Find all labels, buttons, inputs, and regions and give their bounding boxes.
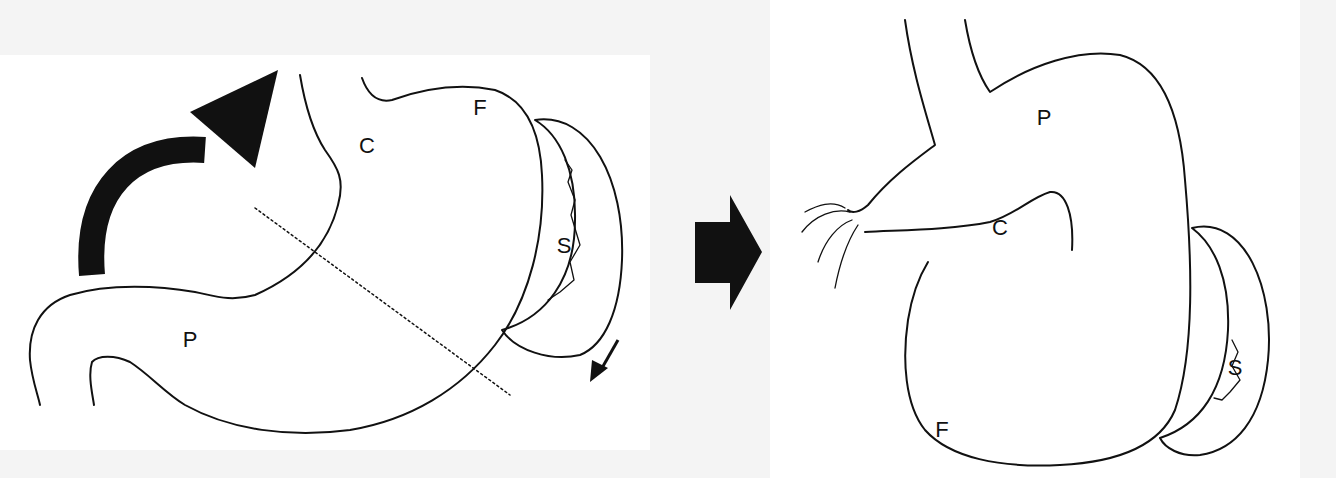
rotation-arrowhead xyxy=(190,70,278,168)
part-label: P xyxy=(183,329,198,351)
spleen-outline xyxy=(1160,227,1269,456)
duodenum-stump xyxy=(802,204,858,288)
part-label: F xyxy=(935,419,948,441)
right-panel xyxy=(770,0,1300,478)
left-panel xyxy=(0,55,650,450)
stomach-outline xyxy=(848,20,935,212)
spleen-outline xyxy=(502,119,622,357)
displacement-arrowhead xyxy=(590,360,608,382)
cut-line xyxy=(255,208,510,395)
part-label: S xyxy=(1228,357,1243,379)
part-label: F xyxy=(473,97,486,119)
part-label: C xyxy=(992,217,1008,239)
lesser-curvature xyxy=(865,192,1072,250)
spleen-hilum xyxy=(548,160,580,300)
displacement-arrow xyxy=(602,340,618,368)
rotation-arrow xyxy=(91,150,205,275)
stomach-outline xyxy=(90,78,542,433)
stomach-outline xyxy=(30,75,341,405)
part-label: P xyxy=(1037,107,1052,129)
stomach-outline xyxy=(905,20,1190,466)
transition-arrow xyxy=(695,195,762,310)
part-label: S xyxy=(557,235,572,257)
part-label: C xyxy=(359,135,375,157)
